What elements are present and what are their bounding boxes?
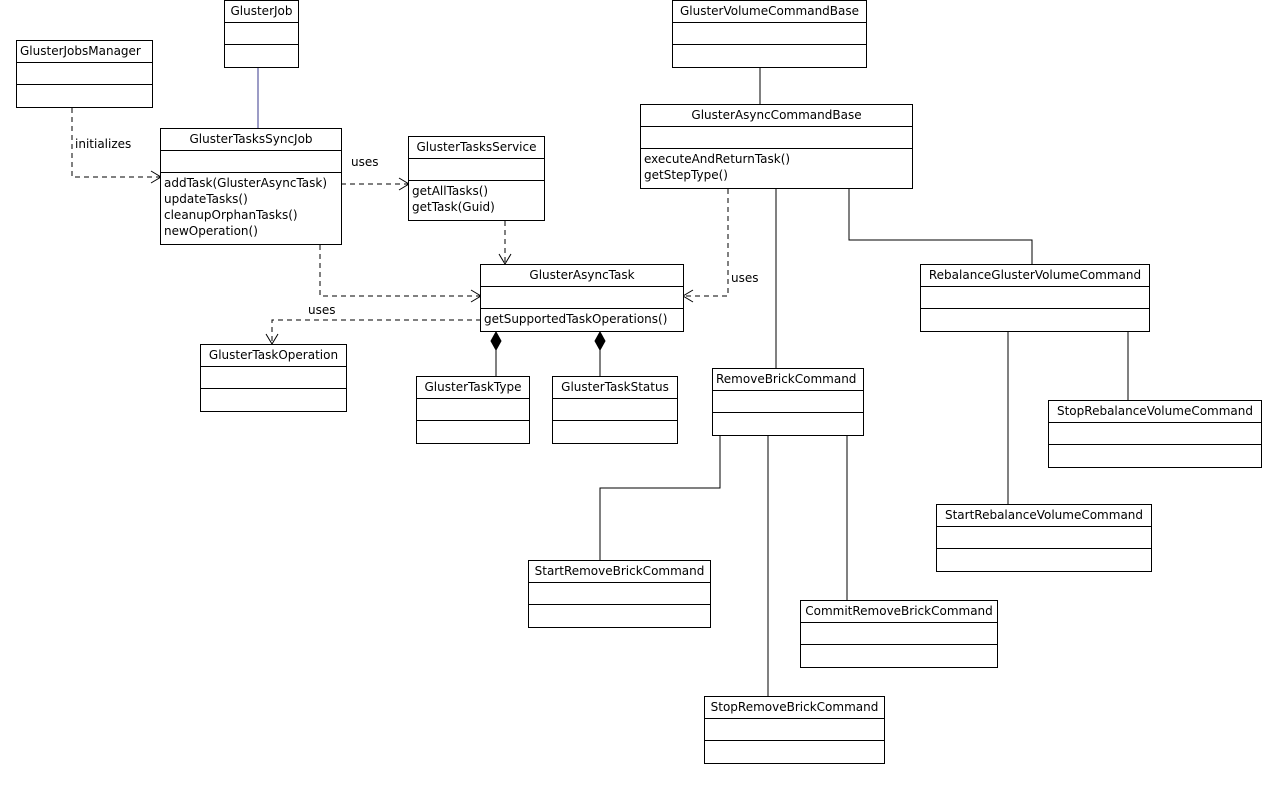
class-commit-remove-brick-command[interactable]: CommitRemoveBrickCommand bbox=[800, 600, 998, 668]
operation-get-task: getTask(Guid) bbox=[412, 200, 495, 214]
operation-get-supported-task-operations: getSupportedTaskOperations() bbox=[484, 312, 668, 326]
class-stop-remove-brick-command[interactable]: StopRemoveBrickCommand bbox=[704, 696, 885, 764]
attributes-compartment bbox=[17, 63, 152, 85]
syncjob-asynctask-dependency-line bbox=[319, 245, 482, 303]
class-name: GlusterAsyncCommandBase bbox=[641, 105, 912, 127]
operation-cleanup-orphan-tasks: cleanupOrphanTasks() bbox=[164, 208, 298, 222]
class-stop-rebalance-volume-command[interactable]: StopRebalanceVolumeCommand bbox=[1048, 400, 1262, 468]
class-gluster-volume-command-base[interactable]: GlusterVolumeCommandBase bbox=[672, 0, 867, 68]
operation-execute-and-return-task: executeAndReturnTask() bbox=[644, 152, 791, 166]
class-name: RebalanceGlusterVolumeCommand bbox=[921, 265, 1149, 287]
initializes-dependency-line bbox=[71, 108, 162, 184]
operations-compartment bbox=[417, 421, 529, 445]
class-name: GlusterTasksService bbox=[409, 137, 544, 159]
attributes-compartment bbox=[161, 151, 341, 173]
operations-compartment: getAllTasks() getTask(Guid) bbox=[409, 181, 544, 217]
class-name: StopRebalanceVolumeCommand bbox=[1049, 401, 1261, 423]
operations-compartment bbox=[1049, 445, 1261, 469]
operations-compartment bbox=[937, 549, 1151, 573]
class-name: GlusterVolumeCommandBase bbox=[673, 1, 866, 23]
operation-get-all-tasks: getAllTasks() bbox=[412, 184, 489, 198]
class-gluster-task-operation[interactable]: GlusterTaskOperation bbox=[200, 344, 347, 412]
operations-compartment: executeAndReturnTask() getStepType() bbox=[641, 149, 912, 185]
class-gluster-tasks-sync-job[interactable]: GlusterTasksSyncJob addTask(GlusterAsync… bbox=[160, 128, 342, 245]
class-name: StartRebalanceVolumeCommand bbox=[937, 505, 1151, 527]
operation-get-step-type: getStepType() bbox=[644, 168, 728, 182]
operations-compartment bbox=[225, 45, 298, 69]
generalization-rebalance-line bbox=[849, 189, 1033, 264]
class-start-remove-brick-command[interactable]: StartRemoveBrickCommand bbox=[528, 560, 711, 628]
class-name: GlusterJob bbox=[225, 1, 298, 23]
attributes-compartment bbox=[417, 399, 529, 421]
operation-new-operation: newOperation() bbox=[164, 224, 258, 238]
attributes-compartment bbox=[705, 719, 884, 741]
operations-compartment bbox=[921, 309, 1149, 333]
initializes-label: initializes bbox=[75, 137, 132, 151]
class-start-rebalance-volume-command[interactable]: StartRebalanceVolumeCommand bbox=[936, 504, 1152, 572]
uses-operation-label: uses bbox=[308, 303, 336, 317]
uses-operation-dependency-line bbox=[265, 319, 481, 345]
attributes-compartment bbox=[713, 391, 863, 413]
uses-service-label: uses bbox=[351, 155, 379, 169]
class-rebalance-gluster-volume-command[interactable]: RebalanceGlusterVolumeCommand bbox=[920, 264, 1150, 332]
attributes-compartment bbox=[673, 23, 866, 45]
attributes-compartment bbox=[225, 23, 298, 45]
attributes-compartment bbox=[201, 367, 346, 389]
class-name: GlusterTasksSyncJob bbox=[161, 129, 341, 151]
attributes-compartment bbox=[641, 127, 912, 149]
uses-asynctask-label: uses bbox=[731, 271, 759, 285]
class-name: StopRemoveBrickCommand bbox=[705, 697, 884, 719]
uses-asynctask-dependency-line bbox=[682, 189, 729, 303]
class-name: GlusterJobsManager bbox=[17, 41, 152, 63]
class-name: CommitRemoveBrickCommand bbox=[801, 601, 997, 623]
operations-compartment: addTask(GlusterAsyncTask) updateTasks() … bbox=[161, 173, 341, 241]
class-gluster-task-status[interactable]: GlusterTaskStatus bbox=[552, 376, 678, 444]
attributes-compartment bbox=[409, 159, 544, 181]
attributes-compartment bbox=[529, 583, 710, 605]
operations-compartment bbox=[17, 85, 152, 109]
attributes-compartment bbox=[1049, 423, 1261, 445]
class-name: GlusterTaskStatus bbox=[553, 377, 677, 399]
operation-add-task: addTask(GlusterAsyncTask) bbox=[164, 176, 328, 190]
operation-update-tasks: updateTasks() bbox=[164, 192, 248, 206]
operations-compartment bbox=[673, 45, 866, 69]
operations-compartment: getSupportedTaskOperations() bbox=[481, 309, 683, 333]
class-name: GlusterTaskType bbox=[417, 377, 529, 399]
operations-compartment bbox=[705, 741, 884, 765]
attributes-compartment bbox=[921, 287, 1149, 309]
operations-compartment bbox=[201, 389, 346, 413]
class-gluster-async-command-base[interactable]: GlusterAsyncCommandBase executeAndReturn… bbox=[640, 104, 913, 189]
class-gluster-tasks-service[interactable]: GlusterTasksService getAllTasks() getTas… bbox=[408, 136, 545, 221]
class-name: GlusterTaskOperation bbox=[201, 345, 346, 367]
class-gluster-task-type[interactable]: GlusterTaskType bbox=[416, 376, 530, 444]
attributes-compartment bbox=[553, 399, 677, 421]
generalization-start-remove-brick-line bbox=[599, 435, 720, 560]
operations-compartment bbox=[553, 421, 677, 445]
class-name: GlusterAsyncTask bbox=[481, 265, 683, 287]
operations-compartment bbox=[529, 605, 710, 629]
operations-compartment bbox=[801, 645, 997, 669]
class-gluster-job[interactable]: GlusterJob bbox=[224, 0, 299, 68]
class-gluster-jobs-manager[interactable]: GlusterJobsManager bbox=[16, 40, 153, 108]
class-gluster-async-task[interactable]: GlusterAsyncTask getSupportedTaskOperati… bbox=[480, 264, 684, 332]
class-name: StartRemoveBrickCommand bbox=[529, 561, 710, 583]
class-remove-brick-command[interactable]: RemoveBrickCommand bbox=[712, 368, 864, 436]
attributes-compartment bbox=[801, 623, 997, 645]
attributes-compartment bbox=[937, 527, 1151, 549]
attributes-compartment bbox=[481, 287, 683, 309]
class-name: RemoveBrickCommand bbox=[713, 369, 863, 391]
operations-compartment bbox=[713, 413, 863, 437]
